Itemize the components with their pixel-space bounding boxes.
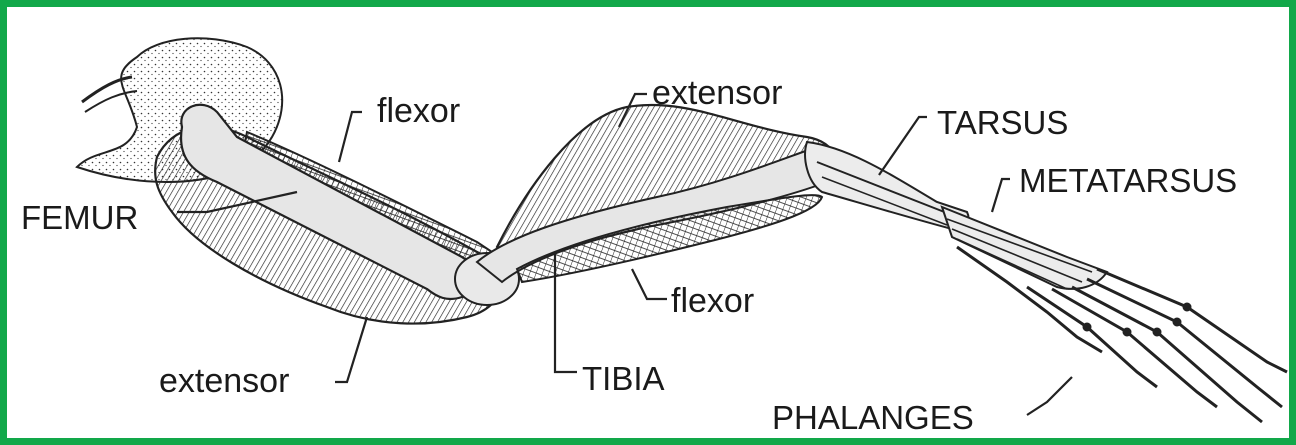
label-flexor-upper: flexor bbox=[377, 92, 460, 130]
leader-tarsus bbox=[879, 117, 927, 175]
frog-leg-diagram: flexor extensor TARSUS METATARSUS FEMUR … bbox=[7, 7, 1296, 445]
label-tibia: TIBIA bbox=[582, 360, 665, 397]
phalanges-bones bbox=[957, 247, 1287, 422]
label-extensor-upper: extensor bbox=[652, 74, 782, 112]
label-flexor-lower: flexor bbox=[671, 282, 754, 320]
metatarsus-bones bbox=[942, 207, 1107, 289]
label-femur: FEMUR bbox=[21, 199, 138, 236]
label-phalanges: PHALANGES bbox=[772, 399, 974, 436]
leader-extensor-lower bbox=[335, 317, 367, 382]
label-tarsus: TARSUS bbox=[937, 104, 1068, 141]
leader-flexor-lower bbox=[632, 269, 667, 299]
leader-flexor-upper bbox=[339, 112, 362, 162]
leader-metatarsus bbox=[992, 179, 1010, 212]
label-metatarsus: METATARSUS bbox=[1019, 162, 1237, 199]
label-extensor-lower: extensor bbox=[159, 362, 289, 400]
leader-phalanges bbox=[1027, 377, 1072, 415]
